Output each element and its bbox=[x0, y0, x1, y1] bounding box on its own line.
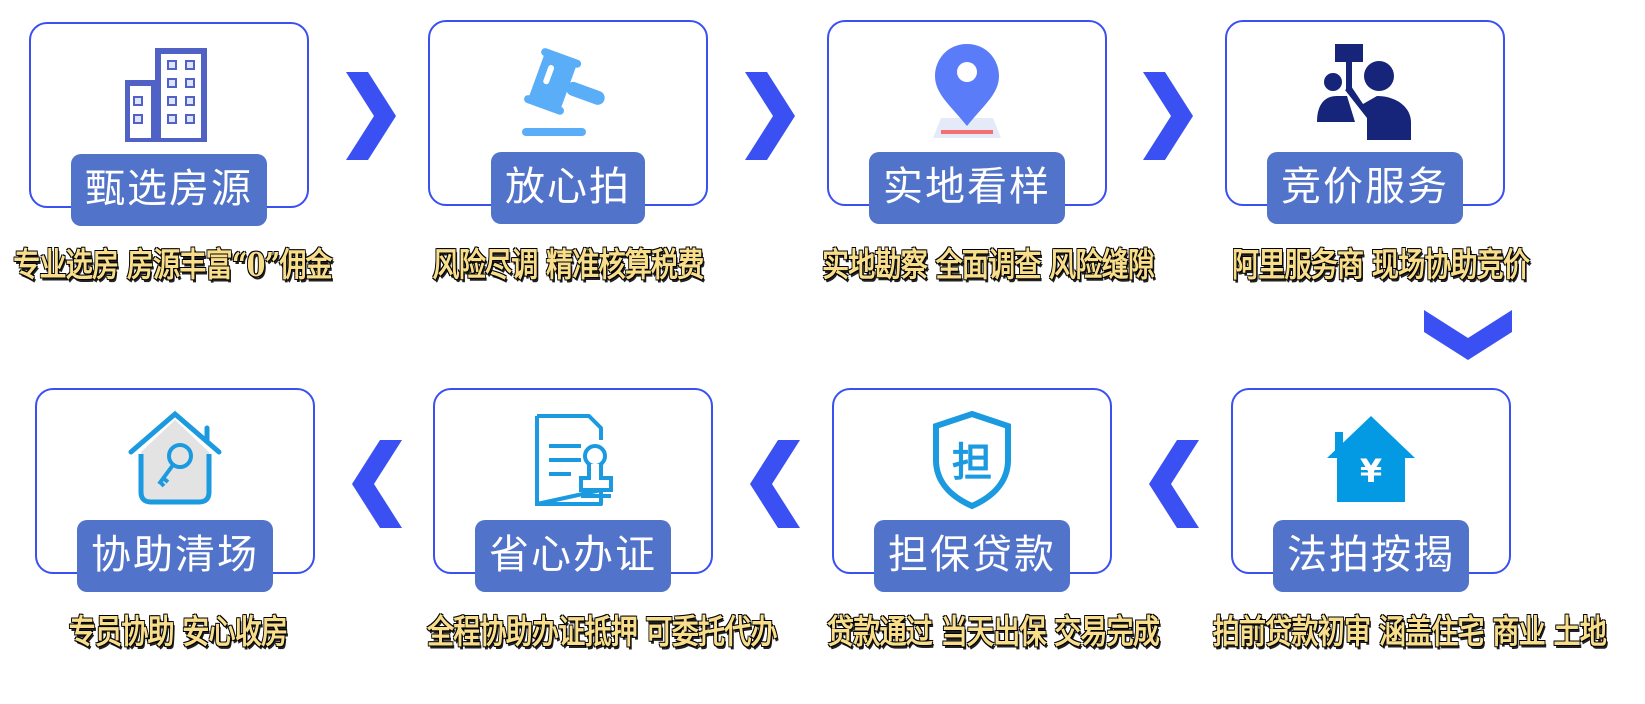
arrow-right-icon bbox=[346, 72, 396, 160]
step-label: 实地看样 bbox=[869, 152, 1065, 224]
arrow-left-icon bbox=[352, 440, 402, 528]
step-card-certificate: 省心办证 bbox=[433, 388, 713, 592]
step-label: 省心办证 bbox=[475, 520, 671, 592]
arrow-right-icon bbox=[745, 72, 795, 160]
step-card-site-visit: 实地看样 bbox=[827, 20, 1107, 224]
step-caption: 专员协助 安心收房 bbox=[68, 612, 288, 651]
document-stamp-icon bbox=[523, 410, 623, 510]
svg-text:担: 担 bbox=[952, 440, 992, 486]
step-card-clearance: 协助清场 bbox=[35, 388, 315, 592]
step-card-bidding-service: 竞价服务 bbox=[1225, 20, 1505, 224]
step-label: 放心拍 bbox=[491, 152, 645, 224]
step-caption: 阿里服务商 现场协助竞价 bbox=[1232, 245, 1530, 284]
step-caption: 实地勘察 全面调查 风险缝隙 bbox=[822, 245, 1155, 284]
step-card-auction-mortgage: ¥ 法拍按揭 bbox=[1231, 388, 1511, 592]
auction-gavel-icon bbox=[518, 42, 618, 142]
step-caption: 拍前贷款初审 涵盖住宅 商业 土地 bbox=[1212, 612, 1607, 651]
location-pin-icon bbox=[917, 42, 1017, 142]
step-caption: 全程协助办证抵押 可委托代办 bbox=[427, 612, 778, 651]
svg-text:¥: ¥ bbox=[1360, 452, 1382, 490]
step-label: 法拍按揭 bbox=[1273, 520, 1469, 592]
arrow-left-icon bbox=[1149, 440, 1199, 528]
step-label: 竞价服务 bbox=[1267, 152, 1463, 224]
step-label: 协助清场 bbox=[77, 520, 273, 592]
office-building-icon bbox=[119, 44, 219, 144]
arrow-left-icon bbox=[750, 440, 800, 528]
arrow-right-icon bbox=[1143, 72, 1193, 160]
step-card-safe-auction: 放心拍 bbox=[428, 20, 708, 224]
house-yen-icon: ¥ bbox=[1321, 410, 1421, 510]
step-caption: 风险尽调 精准核算税费 bbox=[432, 245, 704, 284]
step-caption: 贷款通过 当天出保 交易完成 bbox=[827, 612, 1160, 651]
house-key-icon bbox=[125, 410, 225, 510]
shield-guarantee-icon: 担 bbox=[922, 410, 1022, 510]
step-card-select-property: 甄选房源 bbox=[29, 22, 309, 226]
step-label: 担保贷款 bbox=[874, 520, 1070, 592]
bidding-people-icon bbox=[1315, 42, 1415, 142]
arrow-down-icon bbox=[1424, 310, 1512, 360]
step-card-guaranteed-loan: 担 担保贷款 bbox=[832, 388, 1112, 592]
step-caption: 专业选房 房源丰富“0”佣金 bbox=[13, 245, 332, 284]
step-label: 甄选房源 bbox=[71, 154, 267, 226]
